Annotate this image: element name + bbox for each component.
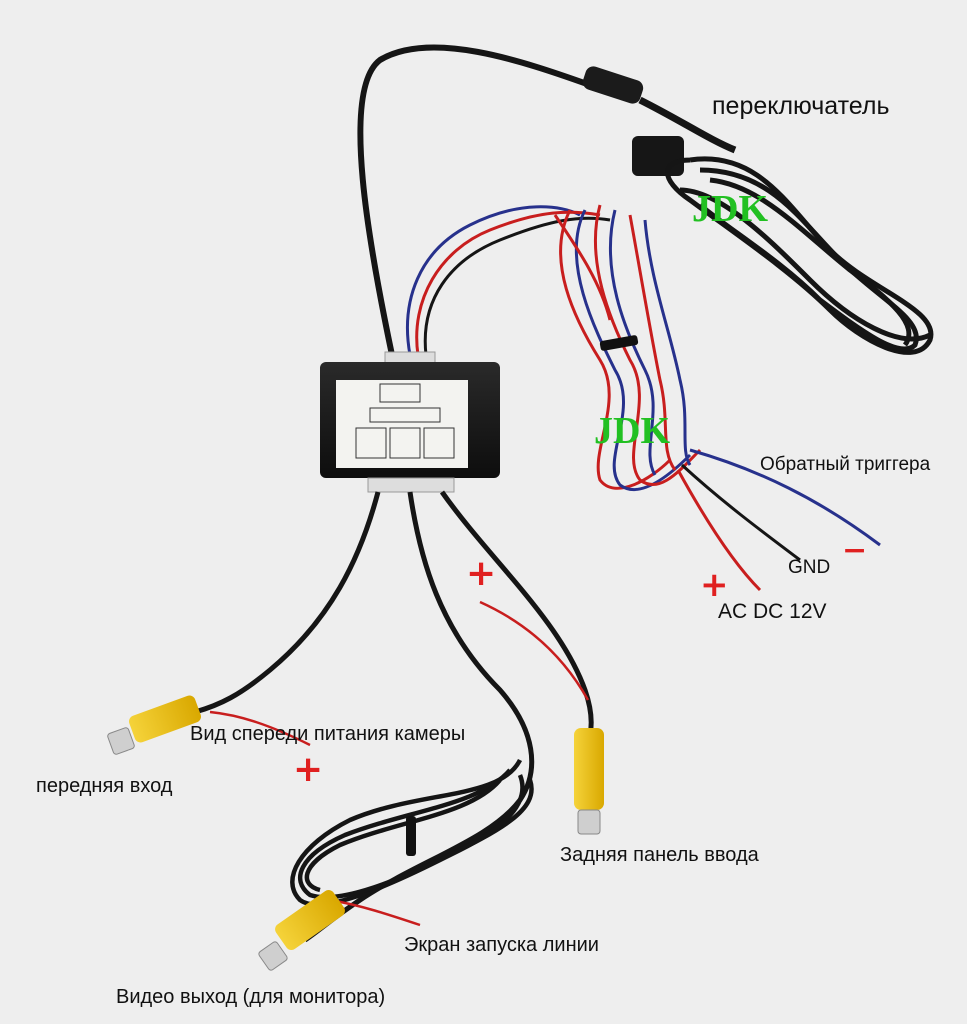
video-out-label: Видео выход (для монитора) (116, 986, 386, 1008)
rear-input-rca-plug (574, 728, 604, 835)
rear-camera-cable (439, 490, 594, 736)
connector-bottom (367, 477, 455, 493)
reverse-trigger-label: Обратный триггера (760, 454, 931, 475)
front-camera-power-label: Вид спереди питания камеры (190, 723, 466, 745)
bundle-tie (599, 335, 639, 351)
brand-mark-middle: JDK (594, 410, 670, 452)
power-plus-sign: + (700, 565, 729, 605)
video-out-cable (303, 491, 535, 943)
video-out-cable-coil (290, 758, 534, 907)
power-wire (676, 469, 762, 592)
gnd-wire (680, 463, 801, 562)
coil-tie (406, 816, 416, 856)
front-input-label: передняя вход (36, 775, 173, 797)
rear-camera-power-wire (479, 600, 590, 701)
switch-cable-coil (665, 156, 934, 355)
control-box-label (336, 380, 468, 468)
switch-cable (357, 44, 592, 356)
screen-trigger-label: Экран запуска линии (404, 934, 599, 956)
front-camera-cable (194, 491, 381, 715)
rear-input-label: Задняя панель ввода (560, 844, 759, 866)
gnd-label: GND (788, 557, 831, 578)
switch-cable-tail (638, 96, 737, 154)
switch-label: переключатель (712, 92, 890, 120)
switch-button (632, 136, 684, 176)
gnd-minus-sign: − (842, 533, 868, 568)
trigger-wire-bundle (406, 204, 702, 492)
video-out-rca-plug (258, 889, 345, 971)
power-label: AC DC 12V (718, 600, 827, 623)
reverse-trigger-wire (689, 448, 881, 547)
switch-plug (582, 66, 644, 104)
brand-mark-top: JDK (692, 188, 768, 230)
front-input-rca-plug (107, 695, 201, 755)
front-power-plus-sign: + (293, 749, 324, 790)
front-camera-power-wire (209, 710, 311, 747)
rear-power-plus-sign: + (466, 553, 497, 594)
